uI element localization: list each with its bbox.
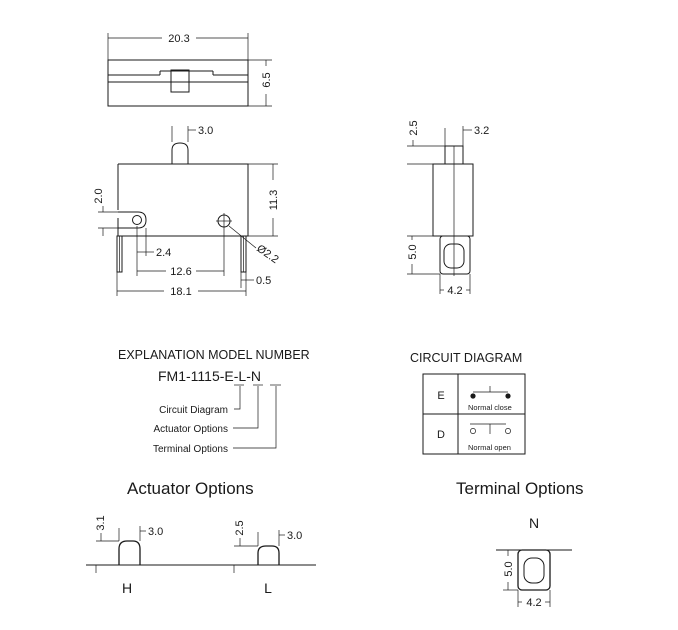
circuit-row-e-caption: Normal close (468, 403, 512, 412)
model-heading: EXPLANATION MODEL NUMBER (118, 348, 310, 362)
top-width-label: 20.3 (168, 33, 189, 45)
terminal-heading: Terminal Options (456, 479, 584, 498)
actuator-h-height-label: 3.1 (95, 515, 107, 530)
terminal-n-label: N (529, 515, 539, 531)
model-sep-1: - (234, 368, 239, 384)
side-terminal (439, 235, 471, 275)
terminal-width-label: 4.2 (526, 597, 541, 609)
actuator-l-shape (257, 545, 280, 565)
model-sep-2: - (246, 368, 251, 384)
actuator-l-height-label: 2.5 (234, 520, 246, 535)
legend-actuator: Actuator Options (154, 424, 228, 435)
model-code: FM1-1115-E-L-N (158, 368, 261, 384)
top-view-actuator (170, 69, 190, 93)
actuator-h-label: H (122, 580, 132, 596)
circuit-row-d-caption: Normal open (468, 443, 511, 452)
normal-close-symbol (470, 386, 511, 399)
front-plunger-height-label: 2.0 (93, 188, 105, 203)
side-plunger-width-label: 3.2 (474, 125, 489, 137)
front-plunger (171, 142, 189, 164)
terminal-n-shape (517, 549, 551, 591)
terminal-n-hole (523, 557, 545, 584)
model-code-n: N (251, 368, 261, 384)
actuator-options: Actuator Options 3.1 3.0 H 2.5 3.0 L (86, 479, 316, 596)
side-body (432, 163, 474, 237)
terminal-height-label: 5.0 (503, 561, 515, 576)
side-terminal-width-label: 4.2 (447, 285, 462, 297)
actuator-l-width-label: 3.0 (287, 530, 302, 542)
front-height-label: 11.3 (268, 190, 280, 211)
actuator-h-shape (118, 540, 141, 565)
top-view-body (107, 59, 249, 107)
actuator-heading: Actuator Options (127, 479, 254, 498)
actuator-h-width-label: 3.0 (148, 526, 163, 538)
terminal-options: Terminal Options N 5.0 4.2 (456, 479, 584, 609)
normal-open-symbol (470, 423, 511, 434)
front-view: 3.0 2.0 11.3 Ø2.2 2.4 12.6 0.5 (93, 125, 281, 298)
circuit-row-d-code: D (437, 429, 445, 441)
front-terminal-label: 0.5 (256, 275, 271, 287)
front-hole-label: Ø2.2 (254, 243, 280, 267)
front-overall-label: 18.1 (170, 286, 191, 298)
front-hole-offset-label: 2.4 (156, 247, 171, 259)
circuit-row-e-code: E (437, 390, 444, 402)
model-code-l: L (238, 368, 246, 384)
model-number: EXPLANATION MODEL NUMBER FM1-1115-E-L-N … (118, 348, 310, 455)
model-code-e: E (224, 368, 233, 384)
front-plunger-width-label: 3.0 (198, 125, 213, 137)
legend-terminal: Terminal Options (153, 444, 228, 455)
top-height-label: 6.5 (261, 72, 273, 87)
circuit-diagram: CIRCUIT DIAGRAM E D Normal close Normal … (410, 351, 526, 455)
side-terminal-height-label: 5.0 (407, 244, 419, 259)
side-view: 2.5 3.2 5.0 4.2 (407, 120, 489, 297)
circuit-heading: CIRCUIT DIAGRAM (410, 351, 522, 365)
actuator-l-label: L (264, 580, 272, 596)
front-hole-spacing-label: 12.6 (170, 266, 191, 278)
side-plunger-height-label: 2.5 (408, 120, 420, 135)
front-left-hole (132, 215, 142, 225)
model-prefix: FM1-1115- (158, 368, 225, 384)
legend-circuit: Circuit Diagram (159, 405, 228, 416)
top-view: 20.3 6.5 (107, 33, 273, 107)
